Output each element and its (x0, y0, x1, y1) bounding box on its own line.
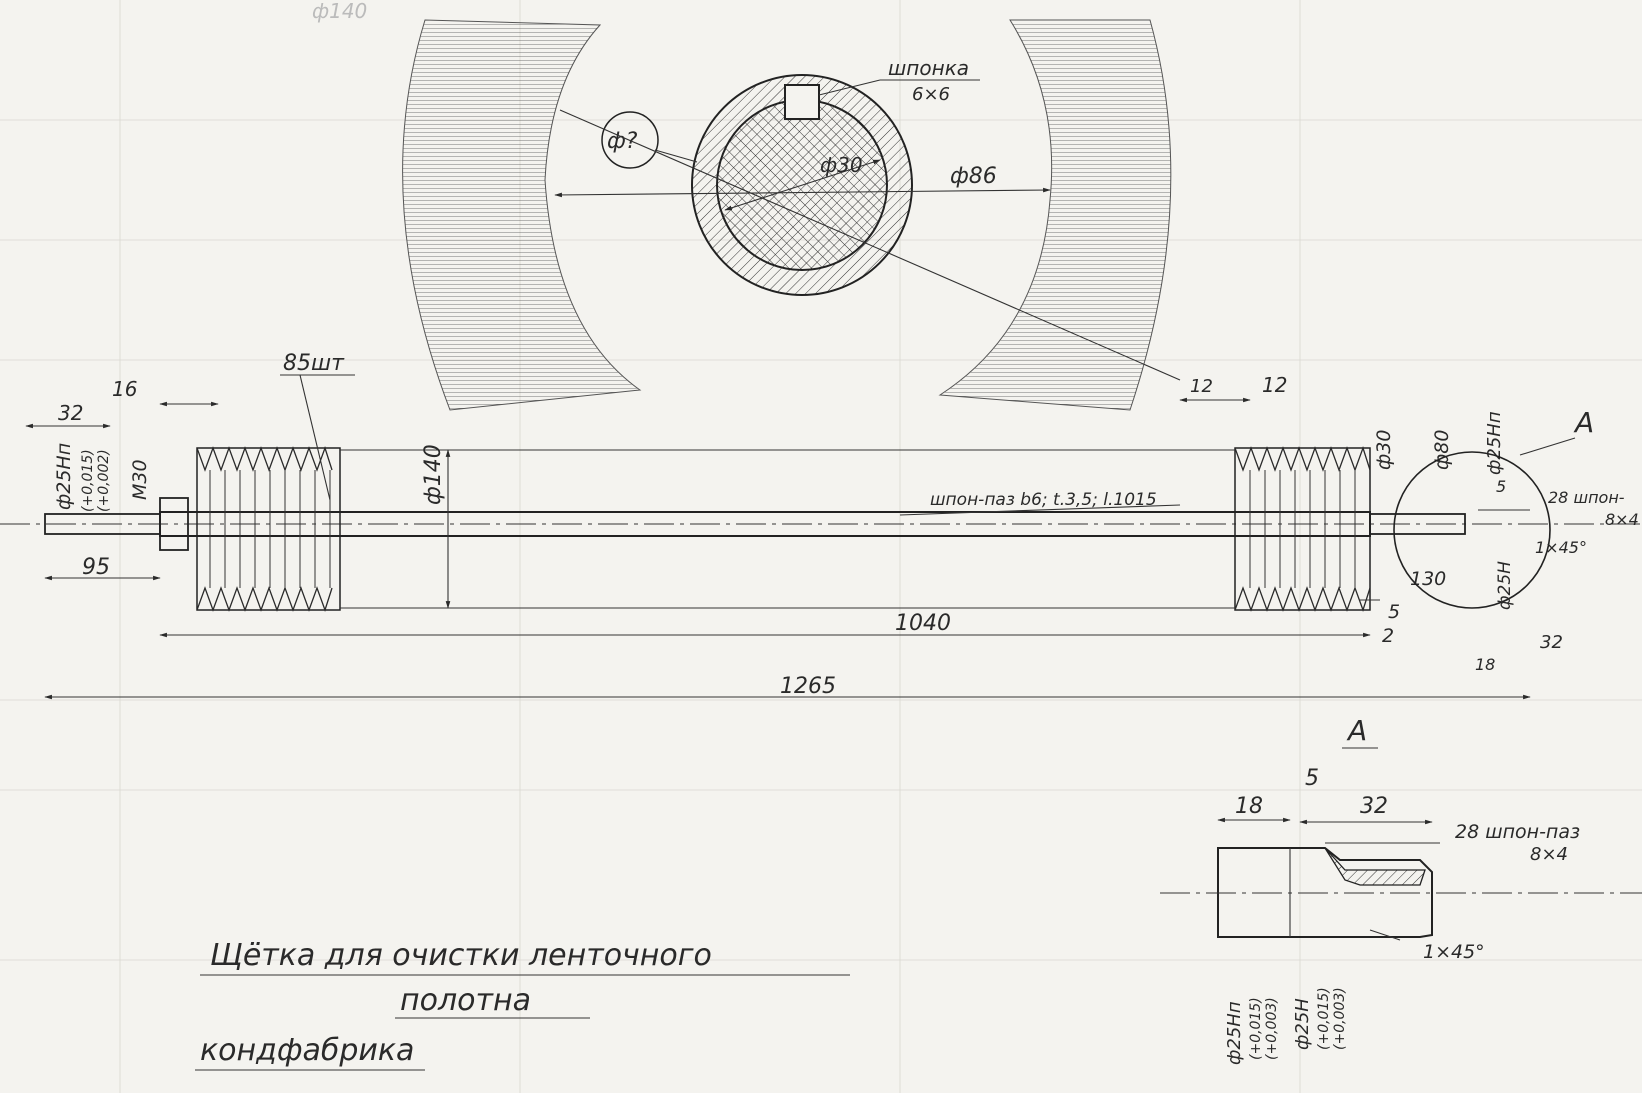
m30-label: M30 (129, 459, 151, 500)
phi86-label: ф86 (950, 164, 997, 189)
shaft-main-view: ф140 85шт 16 32 ф25Hп (+0,015) (+0,002) … (0, 351, 1642, 700)
phi80-label: ф80 (1431, 430, 1453, 470)
detail-tol-hn-b: (+0,003) (1264, 997, 1280, 1060)
dim-32-circle: 32 (1540, 632, 1563, 653)
detail-tol-hn-a: (+0,015) (1248, 997, 1264, 1060)
detail-phi25h: ф25H (1292, 998, 1313, 1050)
count-85-label: 85шт (283, 351, 345, 376)
title-line-3: кондфабрика (200, 1033, 414, 1068)
section-mark-A: A (1573, 406, 1594, 439)
detail-dim-5: 5 (1305, 766, 1319, 791)
dim-1265: 1265 (780, 674, 836, 699)
detail-phi25hn: ф25Hп (1224, 1001, 1245, 1065)
detail-tol-h-a: (+0,015) (1316, 987, 1332, 1050)
brush-pack-left (196, 447, 341, 611)
detail-dim-32: 32 (1360, 794, 1388, 819)
dim-2: 2 (1382, 625, 1394, 647)
detail-A-view: A 18 5 32 28 шпон-паз 8×4 1×45° ф25Hп (+… (1160, 714, 1642, 1065)
detail-A-part (1217, 847, 1433, 938)
tol-left-b: (+0,002) (96, 449, 112, 512)
dim-32-left: 32 (58, 401, 83, 425)
detail-circle (1393, 451, 1551, 609)
phi25hn-left: ф25Hп (53, 443, 75, 510)
phi30-label: ф30 (820, 153, 863, 177)
dim-12-right: 12 (1262, 373, 1287, 397)
bristle-ring-left (402, 19, 642, 411)
dim-1040: 1040 (895, 611, 951, 636)
detail-dim-18: 18 (1235, 794, 1263, 819)
nut-m30 (159, 497, 189, 551)
phi30-right: ф30 (1373, 430, 1395, 470)
unknown-diameter-bubble (601, 111, 659, 169)
dim-5: 5 (1388, 601, 1400, 623)
detail-A-title: A (1346, 714, 1367, 747)
dim-18-circle: 18 (1475, 655, 1495, 674)
brush-section-view: ф140 шпонка 6×6 ф? ф30 ф86 12 (312, 0, 1213, 411)
bristle-ring-right (938, 19, 1172, 411)
key-size: 6×6 (912, 84, 950, 105)
detail-chamfer: 1×45° (1423, 941, 1485, 963)
dim-8x4-circle: 8×4 (1605, 510, 1639, 529)
key-section (784, 84, 820, 120)
title-line-1: Щётка для очистки ленточного (210, 938, 712, 973)
dim-28-circle: 28 шпон- (1548, 488, 1625, 507)
detail-tol-h-b: (+0,003) (1332, 987, 1348, 1050)
title-line-2: полотна (400, 983, 531, 1018)
dim-130: 130 (1410, 568, 1446, 590)
title-block: Щётка для очистки ленточного полотна кон… (195, 938, 850, 1071)
dim-95: 95 (82, 555, 110, 580)
brush-pack-right (1234, 447, 1371, 611)
key-label: шпонка (888, 56, 969, 80)
detail-A-keyway (1324, 847, 1426, 886)
tol-left-a: (+0,015) (80, 449, 96, 512)
keyway-note: шпон-паз b6; t.3,5; l.1015 (930, 490, 1157, 510)
detail-dim-8x4: 8×4 (1530, 844, 1568, 865)
dim-5-circle: 5 (1496, 477, 1506, 496)
chamfer-circle: 1×45° (1535, 538, 1587, 557)
phi25h-circle: ф25H (1495, 561, 1515, 610)
detail-dim-28: 28 шпон-паз (1455, 821, 1580, 843)
phi140-label: ф140 (421, 444, 446, 505)
dim-16: 16 (112, 377, 137, 401)
faint-phi140-label: ф140 (312, 0, 367, 23)
phi25hn-right: ф25Hп (1484, 411, 1505, 475)
dim-12-top: 12 (1190, 376, 1213, 397)
